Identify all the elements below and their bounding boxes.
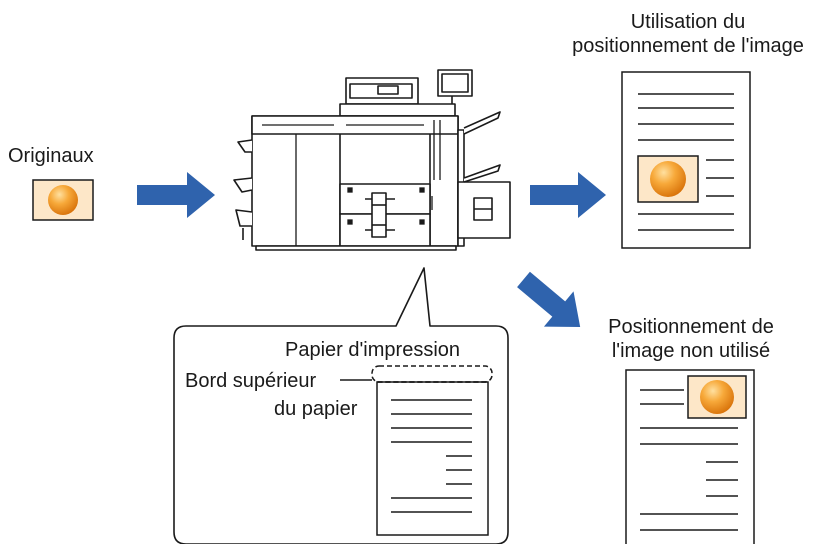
originals-label: Originaux — [8, 145, 94, 167]
positioning-unused-title: Positionnement de l'image non utilisé — [588, 315, 794, 363]
arrow-to-unused-output-icon — [517, 271, 581, 327]
print-paper-label: Papier d'impression — [285, 339, 461, 361]
positioning-used-title: Utilisation du positionnement de l'image — [562, 10, 814, 58]
output-page-positioning-unused — [625, 369, 755, 544]
orange-ball-icon — [700, 380, 734, 414]
arrow-to-used-output-icon — [530, 172, 606, 218]
multifunction-printer-icon — [233, 69, 511, 251]
print-paper-icon — [371, 365, 493, 536]
positioning-unused-title-line1: Positionnement de — [608, 316, 774, 338]
top-edge-label-line1: Bord supérieur — [185, 370, 317, 392]
original-document-icon — [32, 179, 94, 221]
positioning-used-title-line2: positionnement de l'image — [572, 35, 804, 57]
orange-ball-icon — [48, 185, 78, 215]
top-edge-label-line2: du papier — [274, 398, 358, 420]
output-page-positioning-used — [621, 71, 751, 249]
arrow-to-machine-icon — [137, 172, 215, 218]
positioning-used-title-line1: Utilisation du — [630, 11, 746, 33]
machine-details — [262, 120, 441, 246]
positioning-unused-title-line2: l'image non utilisé — [611, 340, 771, 362]
orange-ball-icon — [650, 161, 686, 197]
